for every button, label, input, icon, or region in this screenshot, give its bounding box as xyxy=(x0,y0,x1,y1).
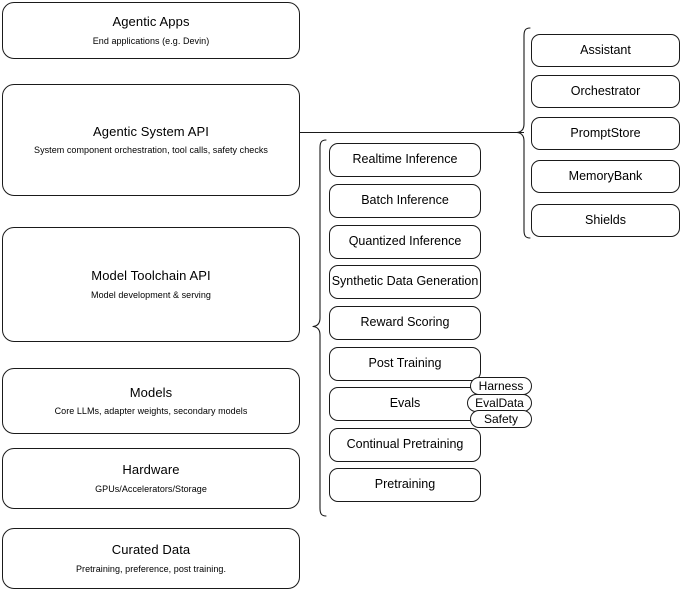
component-orchestrator[interactable]: Orchestrator xyxy=(531,75,680,108)
component-label: PromptStore xyxy=(570,125,641,140)
component-label: Realtime Inference xyxy=(352,152,458,167)
layer-subtitle: GPUs/Accelerators/Storage xyxy=(95,483,207,494)
layer-subtitle: Core LLMs, adapter weights, secondary mo… xyxy=(54,406,248,416)
component-realtime-inference[interactable]: Realtime Inference xyxy=(329,143,481,177)
component-label: Assistant xyxy=(580,42,631,57)
component-quantized-inference[interactable]: Quantized Inference xyxy=(329,225,481,259)
component-label: Continual Pretraining xyxy=(346,437,464,452)
connector-agentic-system-api-to-components xyxy=(300,132,524,133)
layer-subtitle: End applications (e.g. Devin) xyxy=(92,35,210,46)
layer-title: Model Toolchain API xyxy=(91,268,211,284)
component-post-training[interactable]: Post Training xyxy=(329,347,481,381)
evals-subcomponent-label: Harness xyxy=(478,379,524,393)
layer-card-agentic-apps[interactable]: Agentic Apps End applications (e.g. Devi… xyxy=(2,2,300,59)
component-promptstore[interactable]: PromptStore xyxy=(531,117,680,150)
layer-title: Curated Data xyxy=(111,542,191,558)
component-memorybank[interactable]: MemoryBank xyxy=(531,160,680,193)
component-label: Quantized Inference xyxy=(348,234,462,249)
component-pretraining[interactable]: Pretraining xyxy=(329,468,481,502)
component-label: Reward Scoring xyxy=(360,315,450,330)
evals-subcomponent-label: Safety xyxy=(483,412,519,426)
component-label: Shields xyxy=(585,212,626,227)
layer-card-hardware[interactable]: Hardware GPUs/Accelerators/Storage xyxy=(2,448,300,509)
component-shields[interactable]: Shields xyxy=(531,204,680,237)
component-label: Batch Inference xyxy=(361,193,449,208)
layer-subtitle: System component orchestration, tool cal… xyxy=(34,145,268,155)
layer-title: Models xyxy=(129,384,173,400)
brace-model-toolchain-components xyxy=(312,139,327,517)
component-label: Pretraining xyxy=(374,477,436,492)
evals-subcomponent-safety[interactable]: Safety xyxy=(470,410,532,428)
layer-title: Hardware xyxy=(122,462,180,478)
layer-card-agentic-system-api[interactable]: Agentic System API System component orch… xyxy=(2,84,300,196)
component-assistant[interactable]: Assistant xyxy=(531,34,680,67)
component-batch-inference[interactable]: Batch Inference xyxy=(329,184,481,218)
layer-card-model-toolchain-api[interactable]: Model Toolchain API Model development & … xyxy=(2,227,300,342)
evals-subcomponent-label: EvalData xyxy=(475,396,524,410)
layer-title: Agentic System API xyxy=(93,123,209,139)
brace-agentic-system-components xyxy=(516,27,531,239)
component-continual-pretraining[interactable]: Continual Pretraining xyxy=(329,428,481,462)
component-label: Orchestrator xyxy=(570,83,641,98)
layer-title: Agentic Apps xyxy=(112,14,190,30)
component-label: MemoryBank xyxy=(568,168,643,183)
component-reward-scoring[interactable]: Reward Scoring xyxy=(329,306,481,340)
component-label: Synthetic Data Generation xyxy=(331,274,479,289)
component-label: Evals xyxy=(389,396,421,411)
layer-card-models[interactable]: Models Core LLMs, adapter weights, secon… xyxy=(2,368,300,434)
component-evals[interactable]: Evals xyxy=(329,387,481,421)
component-label: Post Training xyxy=(368,356,442,371)
layer-card-curated-data[interactable]: Curated Data Pretraining, preference, po… xyxy=(2,528,300,589)
evals-subcomponent-harness[interactable]: Harness xyxy=(470,377,532,395)
layer-subtitle: Model development & serving xyxy=(91,289,211,300)
layer-subtitle: Pretraining, preference, post training. xyxy=(75,563,227,574)
component-synthetic-data-generation[interactable]: Synthetic Data Generation xyxy=(329,265,481,299)
